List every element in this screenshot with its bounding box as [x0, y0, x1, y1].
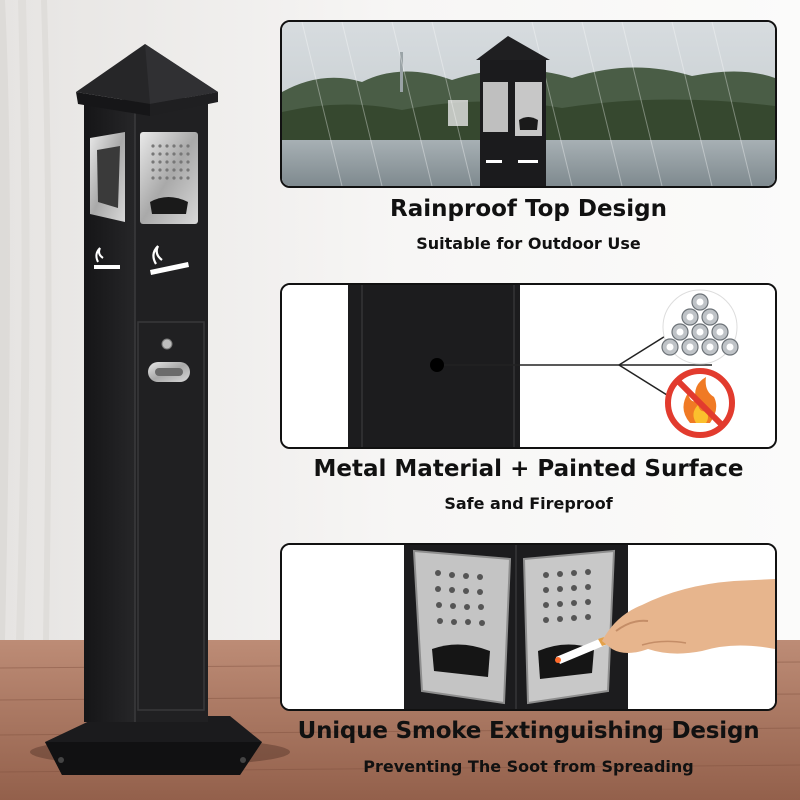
- feature-subtitle: Safe and Fireproof: [444, 494, 613, 513]
- cigarette-icon: [94, 247, 120, 269]
- cigarette-icon: [150, 245, 189, 275]
- no-fire-icon: [665, 368, 735, 438]
- lock-icon: [161, 338, 173, 350]
- feature-image-extinguish: [280, 543, 777, 711]
- hand: [602, 579, 775, 654]
- feature-title: Unique Smoke Extinguishing Design: [297, 718, 760, 744]
- feature-subtitle: Preventing The Soot from Spreading: [363, 757, 694, 776]
- feature-title: Metal Material + Painted Surface: [313, 456, 744, 482]
- steel-pipes-icon: [661, 289, 739, 365]
- feature-image-rainproof: [280, 20, 777, 188]
- feature-title: Rainproof Top Design: [390, 196, 667, 222]
- feature-image-material: [280, 283, 777, 449]
- rainy-lake-photo: [282, 22, 775, 186]
- collection-door: [137, 321, 205, 711]
- feature-subtitle: Suitable for Outdoor Use: [416, 234, 641, 253]
- grille-closeup: [282, 545, 775, 709]
- material-closeup: [282, 285, 775, 447]
